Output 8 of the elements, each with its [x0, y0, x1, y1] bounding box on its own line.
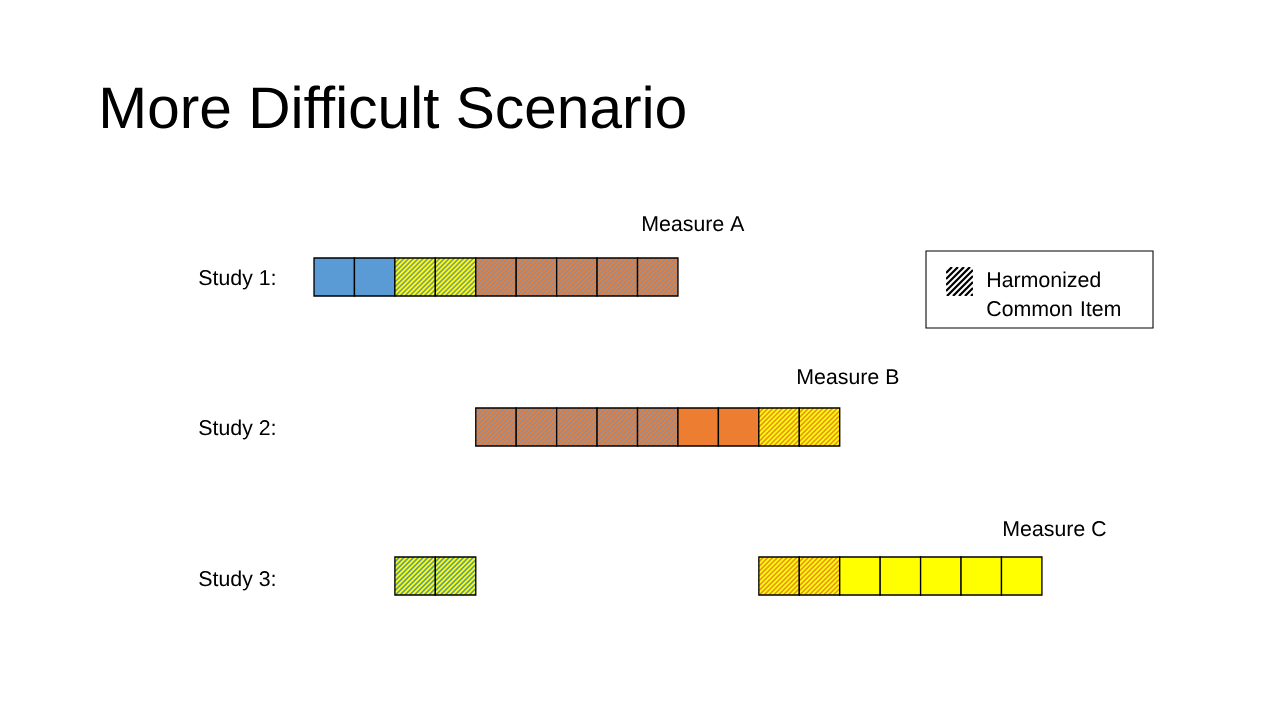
title: More Difficult Scenario	[103, 85, 685, 129]
row-label: Study 1:	[199, 269, 275, 290]
row-label: Study 2:	[199, 419, 275, 440]
legend-box: Harmonized Common Item	[925, 250, 1154, 329]
measure-label: Measure A	[643, 216, 745, 232]
measure-label: Measure C	[1004, 521, 1106, 537]
row-label: Study 3:	[199, 570, 275, 591]
measure-label: Measure B	[798, 369, 899, 385]
